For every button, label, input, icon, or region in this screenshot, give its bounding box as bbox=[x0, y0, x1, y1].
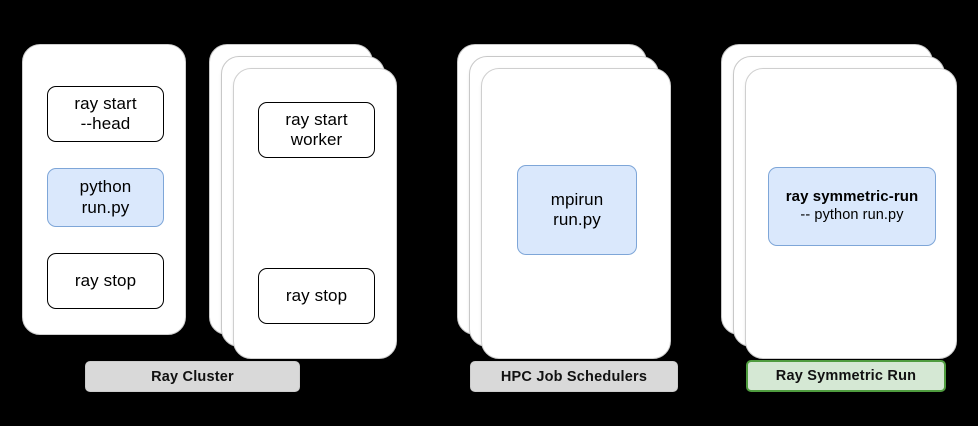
command-ray-start-head[interactable]: ray start --head bbox=[47, 86, 164, 142]
legend-label: Ray Cluster bbox=[151, 368, 234, 385]
command-line-1: ray stop bbox=[74, 270, 137, 290]
command-line-2: run.py bbox=[553, 210, 601, 229]
legend-hpc-job-schedulers[interactable]: HPC Job Schedulers bbox=[470, 361, 678, 392]
legend-label: Ray Symmetric Run bbox=[775, 368, 917, 384]
symmetric-node-card-front[interactable]: ray symmetric-run -- python run.py bbox=[745, 68, 957, 359]
command-line-2: worker bbox=[290, 130, 343, 149]
command-line-1: ray start bbox=[74, 93, 137, 113]
command-line-1: ray symmetric-run bbox=[785, 188, 919, 206]
command-ray-stop-worker[interactable]: ray stop bbox=[258, 268, 375, 324]
command-line-1: mpirun bbox=[550, 189, 604, 209]
legend-ray-cluster[interactable]: Ray Cluster bbox=[85, 361, 300, 392]
command-line-2: run.py bbox=[81, 197, 130, 217]
command-line-2: --head bbox=[80, 114, 131, 133]
legend-label: HPC Job Schedulers bbox=[500, 368, 648, 385]
command-ray-stop-head[interactable]: ray stop bbox=[47, 253, 164, 309]
command-line-2: -- python run.py bbox=[800, 207, 904, 224]
legend-ray-symmetric-run[interactable]: Ray Symmetric Run bbox=[746, 360, 946, 392]
command-ray-symmetric-run[interactable]: ray symmetric-run -- python run.py bbox=[768, 167, 936, 246]
head-node-card[interactable]: ray start --head python run.py ray stop bbox=[22, 44, 186, 335]
command-ray-start-worker[interactable]: ray start worker bbox=[258, 102, 375, 158]
worker-node-card-front[interactable]: ray start worker ray stop bbox=[233, 68, 397, 359]
command-python-run-py[interactable]: python run.py bbox=[47, 168, 164, 227]
command-line-1: ray stop bbox=[285, 285, 348, 305]
command-mpirun-run-py[interactable]: mpirun run.py bbox=[517, 165, 637, 255]
command-line-1: ray start bbox=[285, 109, 348, 129]
hpc-node-card-front[interactable]: mpirun run.py bbox=[481, 68, 671, 359]
command-line-1: python bbox=[79, 177, 132, 197]
